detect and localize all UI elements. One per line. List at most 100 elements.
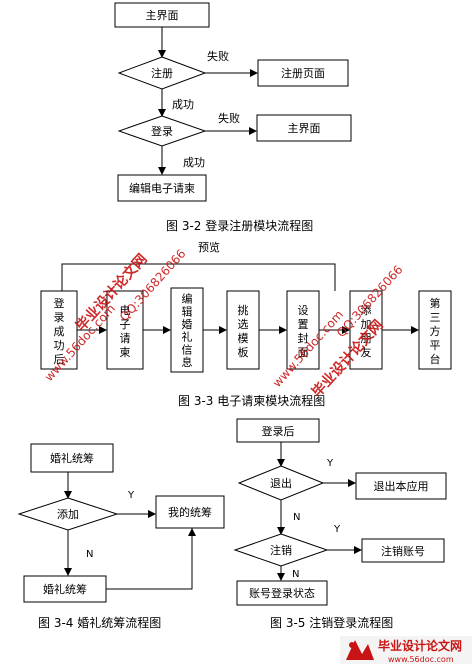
step-1-label: 电子请柬 (120, 304, 131, 359)
step-5-char: 加 (361, 318, 372, 331)
node-exit-app (355, 472, 447, 500)
step-e-invite-text: 电子请柬 (120, 304, 131, 359)
step-add-friend-text: 添加朋友 (361, 303, 372, 359)
footer-logo-cn: 毕业设计论文网 (378, 638, 462, 653)
caption-3-2: 图 3-2 登录注册模块流程图 (166, 218, 313, 233)
step-2-label: 编辑婚礼信息 (182, 292, 193, 369)
step-third-party (418, 290, 452, 370)
step-login-success-text: 登录成功后 (54, 296, 65, 366)
node-main-right (256, 114, 352, 142)
step-set-cover (286, 290, 320, 370)
step-3-char: 选 (238, 318, 249, 331)
step-6-char: 三 (430, 311, 441, 324)
step-3-char: 挑 (238, 303, 249, 317)
step-4-char: 设 (298, 304, 309, 317)
footer-logo-url: www.56doc.com (388, 655, 454, 664)
node-account-status (236, 580, 328, 606)
caption-3-3: 图 3-3 电子请柬模块流程图 (178, 393, 325, 408)
step-3-char: 板 (238, 345, 249, 359)
step-4-label: 设置封面 (298, 304, 309, 359)
node-exit-app-label: 退出本应用 (374, 479, 429, 493)
step-6-char: 第 (430, 296, 441, 310)
node-wedding-plan-bottom-label: 婚礼统筹 (43, 582, 87, 596)
step-2-char: 息 (182, 355, 193, 369)
node-login-label: 登录 (151, 124, 173, 138)
node-wedding-plan-bottom (23, 575, 107, 603)
figure-3-4: 婚礼统筹 添加 Y 我的统筹 N 婚礼统筹 图 3-4 婚礼统筹流程图 (17, 443, 225, 630)
step-1-char: 子 (120, 318, 131, 331)
node-wedding-plan-top-label: 婚礼统筹 (50, 451, 94, 465)
caption-3-4: 图 3-4 婚礼统筹流程图 (38, 615, 161, 630)
node-main-right-label: 主界面 (288, 122, 321, 135)
edge-register-fail-label: 失败 (207, 49, 229, 63)
edge-bottom-to-my-plan (106, 528, 196, 590)
edge-exit-yes-label: Y (326, 458, 334, 469)
step-2-char: 信 (182, 343, 193, 356)
step-third-party-text: 第三方平台 (430, 296, 441, 366)
step-6-char: 台 (430, 352, 441, 366)
step-3-label: 挑选模板 (238, 303, 249, 359)
step-2-char: 礼 (182, 330, 193, 344)
step-login-success (40, 290, 78, 370)
step-2-char: 婚 (182, 317, 193, 331)
edge-login-fail-label: 失败 (218, 111, 240, 125)
node-after-login-label: 登录后 (262, 424, 295, 438)
step-0-char: 后 (54, 353, 65, 366)
node-cancel-label: 注销 (270, 543, 292, 557)
step-5-label: 添加朋友 (361, 303, 372, 359)
step-5-char: 友 (361, 345, 372, 359)
node-register-label: 注册 (151, 66, 173, 80)
edge-preview-loop (61, 263, 336, 291)
step-4-char: 置 (298, 318, 309, 331)
step-0-char: 成 (54, 325, 65, 338)
step-6-char: 平 (430, 339, 441, 352)
step-4-char: 封 (298, 331, 309, 345)
node-register-page (257, 59, 349, 87)
step-edit-info-text: 编辑婚礼信息 (182, 292, 193, 369)
edge-add-yes-label: Y (127, 490, 135, 501)
step-1-char: 电 (120, 304, 131, 317)
node-after-login (236, 418, 320, 443)
step-6-char: 方 (430, 324, 441, 338)
node-edit-request (117, 174, 207, 202)
caption-3-5: 图 3-5 注销登录流程图 (270, 615, 393, 630)
edge-preview-label: 预览 (198, 240, 220, 254)
watermark-layer: 毕业设计论文网 www.56doc.com QQ:306826066 毕业设计论… (42, 247, 406, 401)
step-2-char: 编 (182, 292, 193, 306)
node-my-plan (155, 495, 225, 529)
step-0-char: 功 (54, 339, 65, 352)
step-2-char: 辑 (182, 304, 193, 318)
node-account-status-label: 账号登录状态 (249, 586, 315, 600)
edge-cancel-yes-label: Y (333, 524, 341, 535)
step-3-char: 模 (238, 332, 249, 345)
step-6-label: 第三方平台 (430, 296, 441, 366)
step-0-char: 登 (54, 296, 65, 310)
node-wedding-plan-top (30, 443, 114, 473)
node-main-top-label: 主界面 (146, 9, 179, 22)
step-0-char: 录 (54, 311, 65, 324)
edge-cancel-no-label: N (292, 569, 299, 580)
node-exit-label: 退出 (270, 476, 292, 490)
step-4-char: 面 (298, 346, 309, 359)
edge-exit-no-label: N (293, 512, 300, 523)
footer-logo: 毕业设计论文网 www.56doc.com (340, 636, 472, 664)
step-5-char: 添 (361, 303, 372, 317)
step-set-cover-text: 设置封面 (298, 304, 309, 359)
node-my-plan-label: 我的统筹 (168, 505, 212, 519)
footer-logo-icon (346, 640, 374, 660)
figure-3-5: 登录后 退出 Y 退出本应用 N 注销 Y 注销账号 N 账号登录状态 图 3-… (233, 418, 447, 630)
node-main-top (114, 2, 210, 28)
node-edit-request-label: 编辑电子请柬 (129, 181, 195, 195)
step-0-label: 登录成功后 (54, 296, 65, 366)
node-register-page-label: 注册页面 (281, 66, 325, 80)
node-cancel-account (361, 538, 445, 563)
step-pick-template (226, 290, 260, 370)
edge-login-ok-label: 成功 (183, 156, 205, 169)
step-1-char: 柬 (120, 346, 131, 359)
figure-3-3: 预览 登录成功后 电子请柬 编辑婚礼信息 挑选模板 设置封面 添加朋友 第三方平… (40, 240, 452, 408)
figure-3-2: 主界面 注册 失败 注册页面 成功 登录 失败 主界面 成功 编辑电子请柬 图 … (114, 2, 352, 233)
node-cancel-account-label: 注销账号 (381, 544, 425, 558)
step-1-char: 请 (120, 332, 131, 345)
edge-register-ok-label: 成功 (172, 98, 194, 111)
